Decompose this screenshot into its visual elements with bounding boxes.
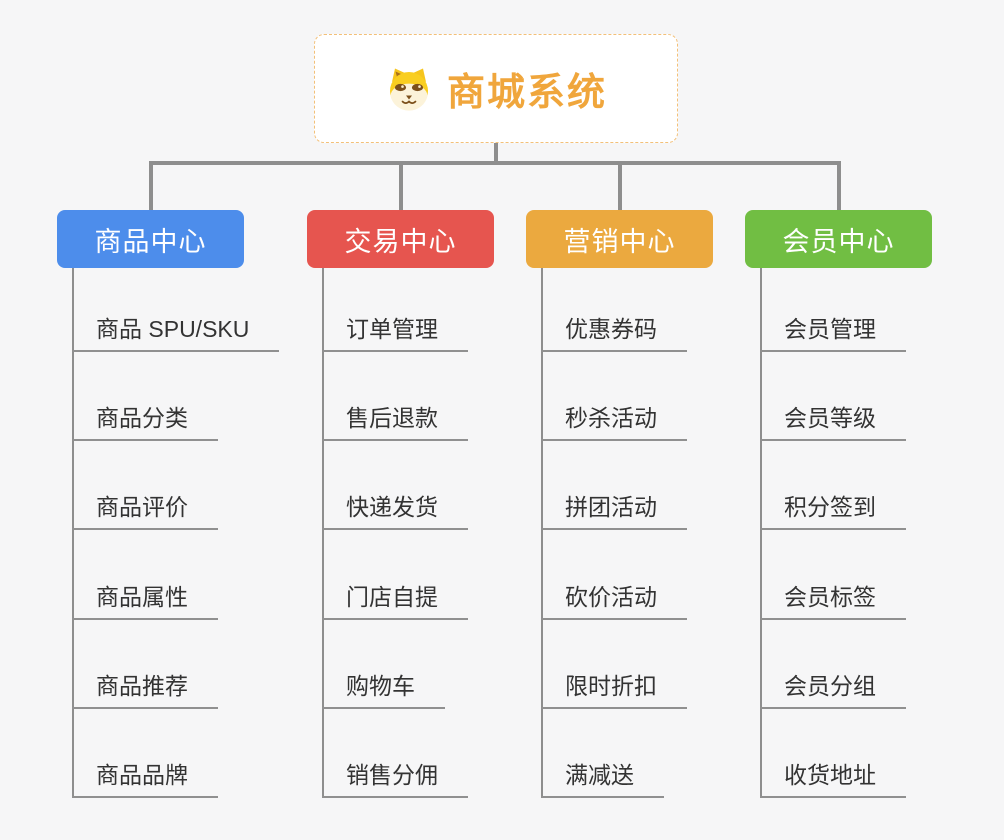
- leaf-node[interactable]: 会员等级: [760, 395, 906, 441]
- root-drop-line: [494, 143, 498, 165]
- root-node[interactable]: 商城系统: [314, 34, 678, 143]
- leaf-node[interactable]: 商品评价: [72, 484, 218, 530]
- leaf-node[interactable]: 商品 SPU/SKU: [72, 306, 280, 352]
- leaf-node[interactable]: 售后退款: [322, 395, 468, 441]
- branch-header-1[interactable]: 交易中心: [307, 210, 494, 268]
- leaf-node[interactable]: 销售分佣: [322, 752, 468, 798]
- leaf-node[interactable]: 订单管理: [322, 306, 468, 352]
- branch-trunk-1: [322, 268, 324, 798]
- leaf-node[interactable]: 收货地址: [760, 752, 906, 798]
- dog-face-icon: [385, 66, 433, 112]
- leaf-node[interactable]: 满减送: [541, 752, 664, 798]
- branch-header-2[interactable]: 营销中心: [526, 210, 713, 268]
- leaf-node[interactable]: 秒杀活动: [541, 395, 687, 441]
- branch-header-0[interactable]: 商品中心: [57, 210, 244, 268]
- leaf-node[interactable]: 会员分组: [760, 663, 906, 709]
- leaf-node[interactable]: 快递发货: [322, 484, 468, 530]
- horizontal-rail-line: [148, 161, 841, 165]
- branch-drop-line-0: [148, 161, 153, 210]
- leaf-node[interactable]: 商品品牌: [72, 752, 218, 798]
- branch-trunk-0: [72, 268, 74, 798]
- leaf-node[interactable]: 会员管理: [760, 306, 906, 352]
- leaf-node[interactable]: 拼团活动: [541, 484, 687, 530]
- leaf-node[interactable]: 会员标签: [760, 574, 906, 620]
- leaf-node[interactable]: 商品分类: [72, 395, 218, 441]
- leaf-node[interactable]: 商品属性: [72, 574, 218, 620]
- branch-header-3[interactable]: 会员中心: [745, 210, 932, 268]
- leaf-node[interactable]: 砍价活动: [541, 574, 687, 620]
- leaf-node[interactable]: 门店自提: [322, 574, 468, 620]
- leaf-node[interactable]: 商品推荐: [72, 663, 218, 709]
- root-title: 商城系统: [446, 72, 607, 114]
- leaf-node[interactable]: 购物车: [322, 663, 445, 709]
- leaf-node[interactable]: 优惠券码: [541, 306, 687, 352]
- branch-trunk-3: [760, 268, 762, 798]
- branch-trunk-2: [541, 268, 543, 798]
- leaf-node[interactable]: 限时折扣: [541, 663, 687, 709]
- leaf-node[interactable]: 积分签到: [760, 484, 906, 530]
- branch-drop-line-3: [836, 161, 841, 210]
- branch-drop-line-2: [617, 161, 622, 210]
- branch-drop-line-1: [398, 161, 403, 210]
